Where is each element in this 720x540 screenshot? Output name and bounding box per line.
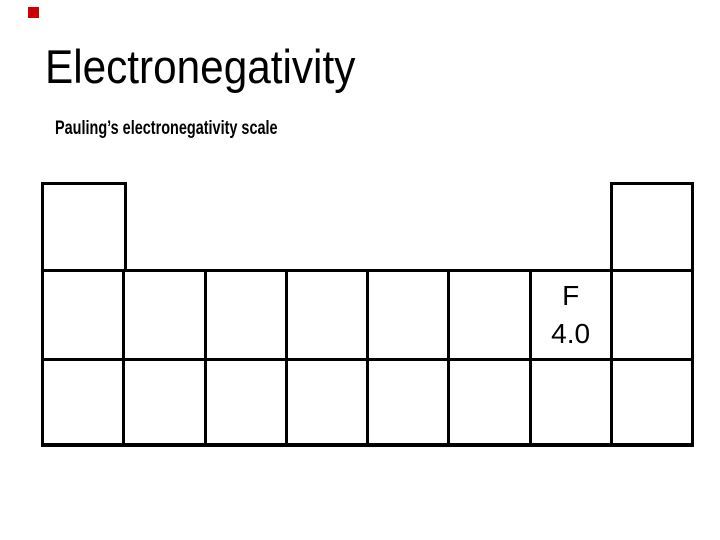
table-cell — [284, 361, 366, 443]
table-cell — [447, 272, 528, 358]
element-symbol: F — [562, 280, 580, 311]
table-cell — [44, 361, 122, 443]
table-cell — [528, 361, 610, 443]
periodic-table-outline: F 4.0 — [41, 182, 694, 447]
table-cell — [203, 272, 285, 358]
slide-subtitle: Pauling’s electronegativity scale — [55, 118, 278, 139]
slide-title: Electronegativity — [45, 40, 356, 93]
period1-group8-cell — [610, 182, 694, 269]
table-cell — [366, 272, 447, 358]
table-cell — [44, 272, 122, 358]
red-corner-square — [28, 7, 39, 18]
period-3-row — [41, 358, 694, 447]
table-cell — [366, 361, 447, 443]
table-cell — [122, 272, 203, 358]
table-cell — [609, 361, 691, 443]
table-cell — [122, 361, 203, 443]
period-2-row: F 4.0 — [41, 269, 694, 361]
table-cell — [203, 361, 285, 443]
electronegativity-value: 4.0 — [551, 318, 591, 349]
period1-group1-cell — [41, 182, 127, 269]
table-cell — [447, 361, 528, 443]
table-cell — [284, 272, 366, 358]
fluorine-cell: F 4.0 — [528, 272, 610, 358]
table-cell — [609, 272, 691, 358]
